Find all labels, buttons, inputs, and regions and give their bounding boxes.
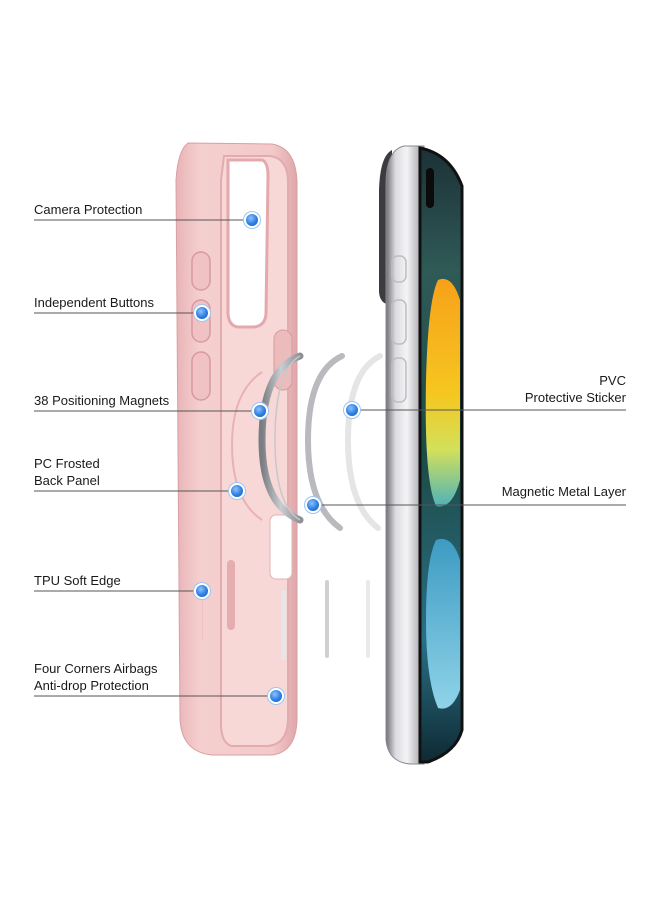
dot-airbags [270, 690, 282, 702]
label-tpu-soft-edge: TPU Soft Edge [34, 572, 121, 589]
phone [379, 145, 464, 765]
label-camera-protection: Camera Protection [34, 201, 142, 218]
camera-cutout [226, 158, 270, 329]
label-magnetic-metal-layer: Magnetic Metal Layer [502, 483, 626, 500]
dot-tpu-soft-edge [196, 585, 208, 597]
dynamic-island [426, 168, 434, 208]
label-pvc-sticker-line2: Protective Sticker [524, 390, 626, 405]
wallpaper-orange [425, 278, 460, 507]
case-magsafe-ring [230, 371, 263, 521]
wallpaper-blue [426, 538, 460, 709]
case-button-top [191, 251, 211, 291]
magnet-ring-1-tab [281, 590, 286, 660]
dot-positioning-magnets [254, 405, 266, 417]
label-independent-buttons-line1: Independent Buttons [34, 295, 154, 310]
phone-action-button [391, 255, 407, 283]
case-magsafe-notch [269, 514, 293, 580]
magnet-layers [258, 352, 383, 660]
label-pc-back-panel-line2: Back Panel [34, 473, 100, 488]
label-pc-back-panel-line1: PC Frosted [34, 456, 100, 471]
magnet-ring-2 [304, 353, 345, 531]
label-airbags-line2: Anti-drop Protection [34, 678, 149, 693]
label-airbags-line1: Four Corners Airbags [34, 661, 158, 676]
label-pc-back-panel: PC Frosted Back Panel [34, 455, 100, 489]
label-pvc-sticker-line1: PVC [599, 373, 626, 388]
phone-frame [385, 145, 425, 765]
pvc-sticker-tab [366, 580, 370, 658]
case-side-slot [227, 560, 235, 630]
label-independent-buttons: Independent Buttons [34, 294, 154, 311]
phone-volume-up [391, 299, 407, 345]
magnet-ring-1-inner [274, 355, 301, 521]
magnet-ring-1 [258, 352, 304, 524]
pvc-sticker-ring [344, 353, 383, 531]
label-airbags: Four Corners Airbags Anti-drop Protectio… [34, 660, 158, 694]
dot-magnetic-metal-layer [307, 499, 319, 511]
callout-lines [34, 219, 626, 697]
label-tpu-soft-edge-line1: TPU Soft Edge [34, 573, 121, 588]
dot-camera-protection [246, 214, 258, 226]
phone-volume-down [391, 357, 407, 403]
case-button-low [191, 351, 211, 401]
label-pvc-sticker: PVC Protective Sticker [525, 372, 626, 406]
magnet-ring-2-tab [325, 580, 329, 658]
label-camera-protection-line1: Camera Protection [34, 202, 143, 217]
dot-pc-back-panel [231, 485, 243, 497]
dot-pvc-sticker [346, 404, 358, 416]
label-positioning-magnets-line1: 38 Positioning Magnets [34, 393, 170, 408]
case-brand-text: ────── [197, 596, 207, 641]
label-positioning-magnets: 38 Positioning Magnets [34, 392, 169, 409]
phone-case: ────── [175, 142, 298, 756]
label-magnetic-metal-layer-line1: Magnetic Metal Layer [501, 484, 626, 499]
dot-independent-buttons [196, 307, 208, 319]
